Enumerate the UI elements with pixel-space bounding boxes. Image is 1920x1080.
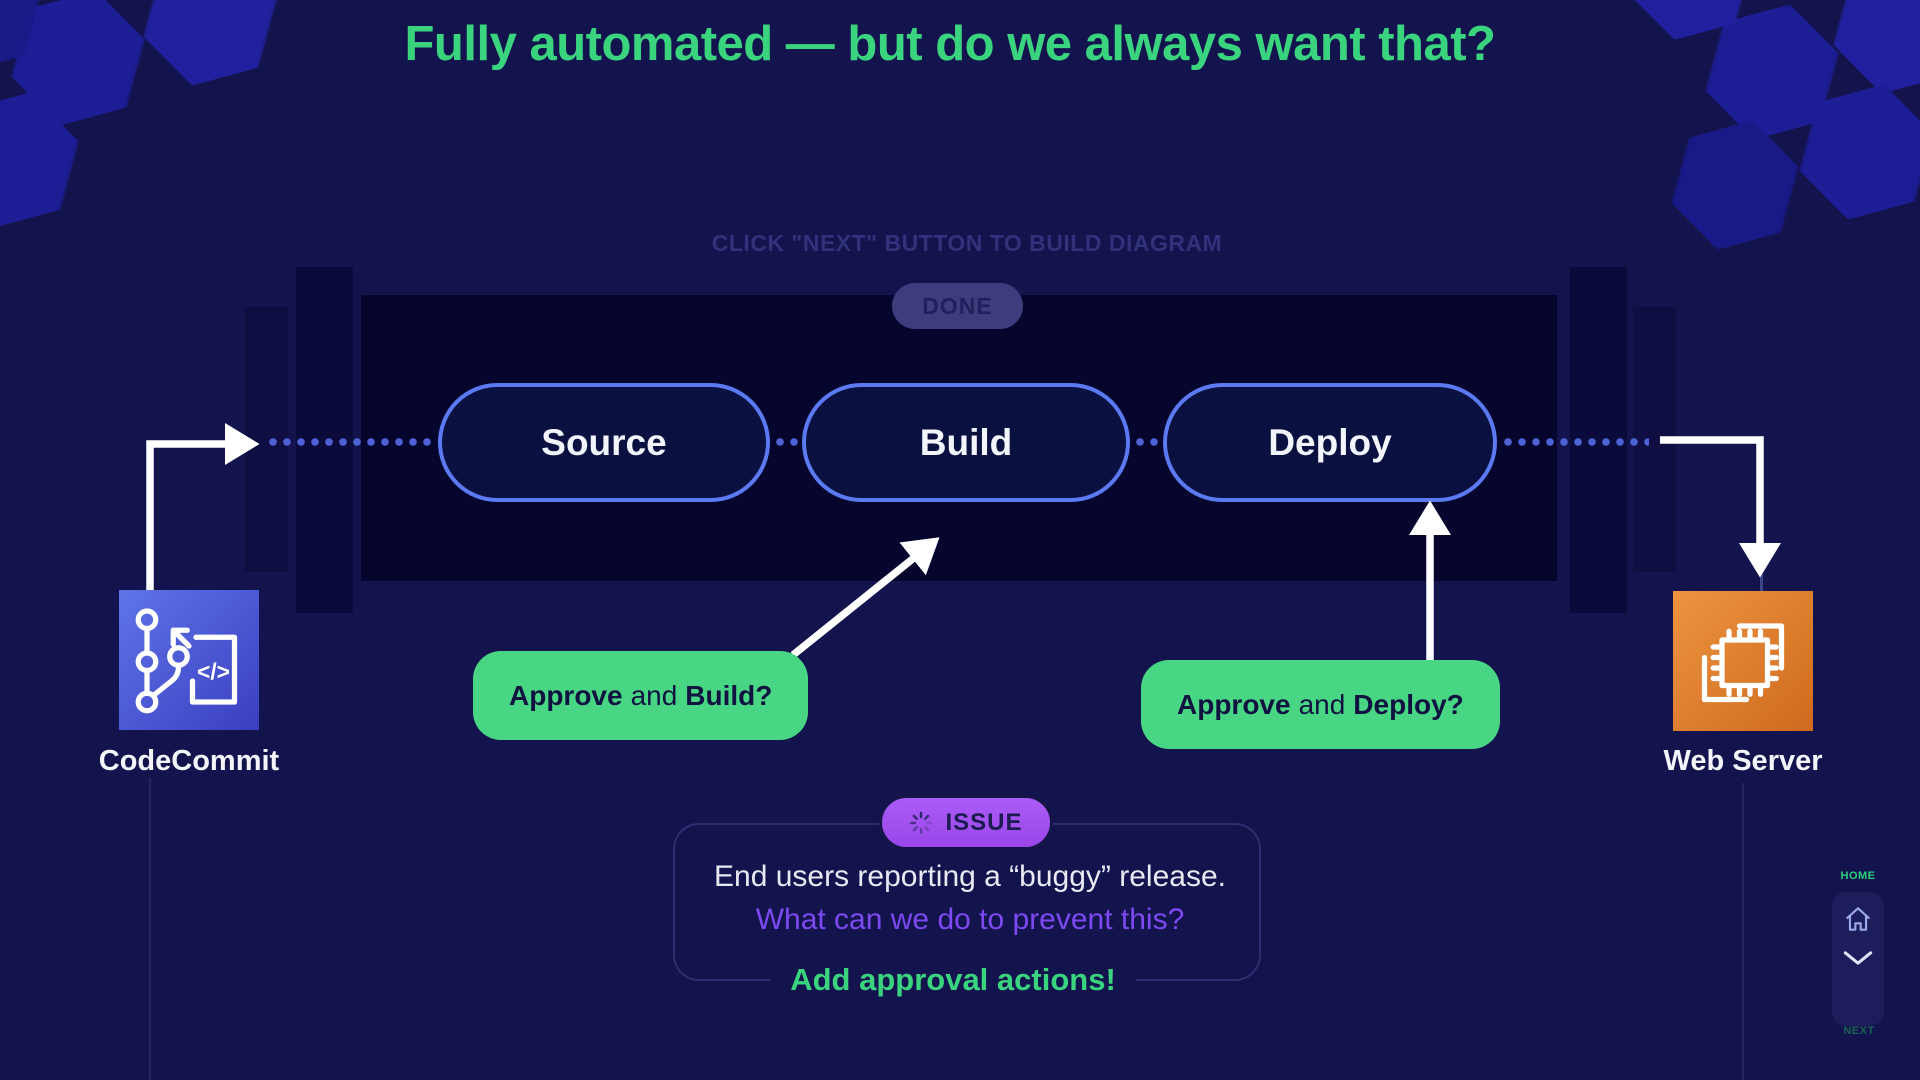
stage-source: Source <box>438 383 770 502</box>
guide-line <box>1742 783 1744 1080</box>
spinner-icon <box>910 811 933 834</box>
approve-deploy-mid: and <box>1298 688 1346 720</box>
approve-deploy-tail: Deploy? <box>1353 688 1464 720</box>
approve-build-button[interactable]: Approve and Build? <box>473 651 809 740</box>
approve-build-lead: Approve <box>509 679 623 711</box>
stage-build: Build <box>802 383 1130 502</box>
nav-home-label: HOME <box>1840 870 1876 882</box>
nav-next-label[interactable]: NEXT <box>1843 1025 1875 1037</box>
guide-line <box>149 778 151 1080</box>
approve-build-tail: Build? <box>685 679 773 711</box>
stage-deploy: Deploy <box>1163 383 1497 502</box>
approve-deploy-lead: Approve <box>1177 688 1291 720</box>
dotted-connector <box>266 438 432 446</box>
build-diagram-hint: CLICK "NEXT" BUTTON TO BUILD DIAGRAM <box>711 230 1223 256</box>
issue-answer: Add approval actions! <box>770 960 1136 1000</box>
issue-text: End users reporting a “buggy” release. <box>714 860 1226 893</box>
nav-panel <box>1832 892 1884 1026</box>
svg-text:</>: </> <box>197 658 230 684</box>
approve-deploy-button[interactable]: Approve and Deploy? <box>1141 660 1500 749</box>
guide-line <box>1760 560 1763 592</box>
home-icon <box>1846 907 1870 931</box>
dotted-connector <box>1133 438 1162 446</box>
stage-source-label: Source <box>541 421 667 463</box>
webserver-label: Web Server <box>1663 745 1823 777</box>
home-button[interactable] <box>1840 903 1876 935</box>
issue-badge: ISSUE <box>879 795 1053 850</box>
dotted-connector <box>773 438 802 446</box>
issue-badge-label: ISSUE <box>945 808 1023 836</box>
next-button[interactable] <box>1840 942 1876 974</box>
stage-deploy-label: Deploy <box>1268 421 1392 463</box>
done-button[interactable]: DONE <box>892 283 1023 329</box>
chevron-down-icon <box>1843 951 1873 965</box>
arrow-codecommit-to-pipeline <box>146 423 260 592</box>
codecommit-icon: </> <box>119 590 259 730</box>
dotted-connector <box>1501 438 1649 446</box>
codecommit-label: CodeCommit <box>98 745 280 777</box>
approve-build-mid: and <box>630 679 678 711</box>
stage-build-label: Build <box>919 421 1013 463</box>
webserver-icon <box>1673 591 1813 731</box>
issue-question: What can we do to prevent this? <box>755 903 1185 936</box>
slide-title: Fully automated — but do we always want … <box>404 17 1496 71</box>
